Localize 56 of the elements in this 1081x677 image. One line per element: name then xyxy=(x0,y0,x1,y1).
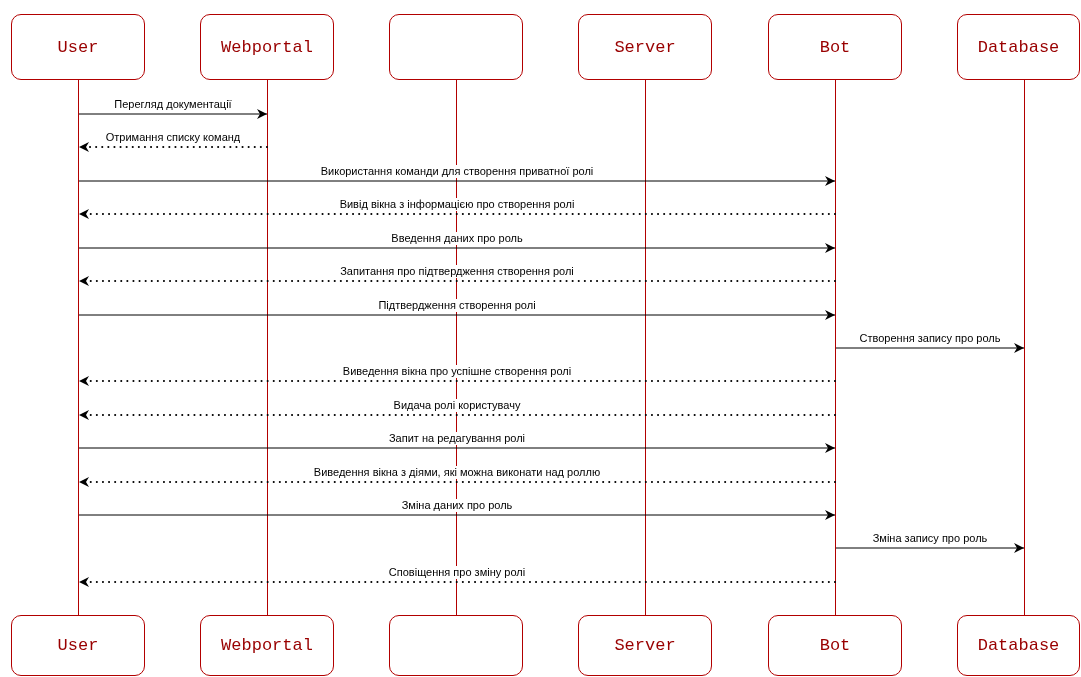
lifeline xyxy=(267,80,268,615)
lifeline xyxy=(645,80,646,615)
return-message-arrow xyxy=(78,276,836,286)
edge-label: Виведення вікна з діями, які можна виконати над роллю xyxy=(312,466,602,479)
edge-label: Перегляд документації xyxy=(113,98,233,111)
message-arrow xyxy=(78,109,268,119)
participant-box xyxy=(957,615,1080,676)
participant-box xyxy=(389,615,523,676)
participant-box xyxy=(200,615,334,676)
participant-label: User xyxy=(57,636,99,655)
participant-label: Bot xyxy=(819,636,851,655)
lifeline xyxy=(1024,80,1025,615)
return-message-arrow xyxy=(78,577,836,587)
edge-label: Отримання списку команд xyxy=(104,131,242,144)
return-message-arrow xyxy=(78,410,836,420)
edge-label: Сповіщення про зміну ролі xyxy=(387,566,527,579)
participant-label: Server xyxy=(614,636,676,655)
lifeline xyxy=(78,80,79,615)
participant-label: Webportal xyxy=(221,37,313,57)
message-arrow xyxy=(78,443,836,453)
participant-label: Database xyxy=(977,37,1060,57)
return-message-arrow xyxy=(78,209,836,219)
edge-label: Використання команди для створення приватної ролі xyxy=(319,165,595,178)
participant-label: User xyxy=(57,37,99,57)
message-arrow xyxy=(78,510,836,520)
participant-box xyxy=(578,615,712,676)
edge-label: Вивід вікна з інформацією про створення ролі xyxy=(338,198,576,211)
participant-box xyxy=(11,14,145,80)
participant-box xyxy=(578,14,712,80)
message-arrow xyxy=(78,243,836,253)
message-arrow xyxy=(78,176,836,186)
participant-label: Bot xyxy=(819,37,851,57)
lifeline xyxy=(835,80,836,615)
message-arrow xyxy=(835,343,1025,353)
edge-label: Запит на редагування ролі xyxy=(387,432,527,445)
edge-label: Зміна даних про роль xyxy=(400,499,514,512)
participant-label: Server xyxy=(614,37,676,57)
participant-label: Webportal xyxy=(221,636,313,655)
edge-label: Створення запису про роль xyxy=(858,332,1002,345)
participant-box xyxy=(768,615,902,676)
edge-label: Виведення вікна про успішне створення ролі xyxy=(341,365,573,378)
participant-label: Database xyxy=(977,636,1060,655)
participant-box xyxy=(957,14,1080,80)
message-arrow xyxy=(835,543,1025,553)
return-message-arrow xyxy=(78,376,836,386)
message-arrow xyxy=(78,310,836,320)
edge-label: Видача ролі користувачу xyxy=(392,399,522,412)
return-message-arrow xyxy=(78,142,268,152)
participant-box xyxy=(768,14,902,80)
edge-label: Підтвердження створення ролі xyxy=(377,299,537,312)
participant-box xyxy=(200,14,334,80)
edge-label: Запитання про підтвердження створення ролі xyxy=(339,265,575,278)
edge-label: Зміна запису про роль xyxy=(871,532,989,545)
participant-box xyxy=(389,14,523,80)
edge-label: Введення даних про роль xyxy=(390,232,524,245)
participant-box xyxy=(11,615,145,676)
